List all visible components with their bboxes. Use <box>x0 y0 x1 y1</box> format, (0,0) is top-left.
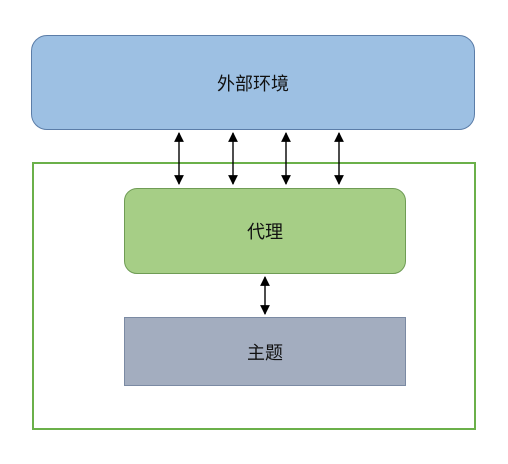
subject-node: 主题 <box>124 317 406 386</box>
agent-label: 代理 <box>247 222 283 243</box>
agent-node: 代理 <box>124 188 406 274</box>
external-environment-label: 外部环境 <box>217 73 289 95</box>
subject-label: 主题 <box>247 342 283 364</box>
external-environment-node: 外部环境 <box>31 35 475 130</box>
